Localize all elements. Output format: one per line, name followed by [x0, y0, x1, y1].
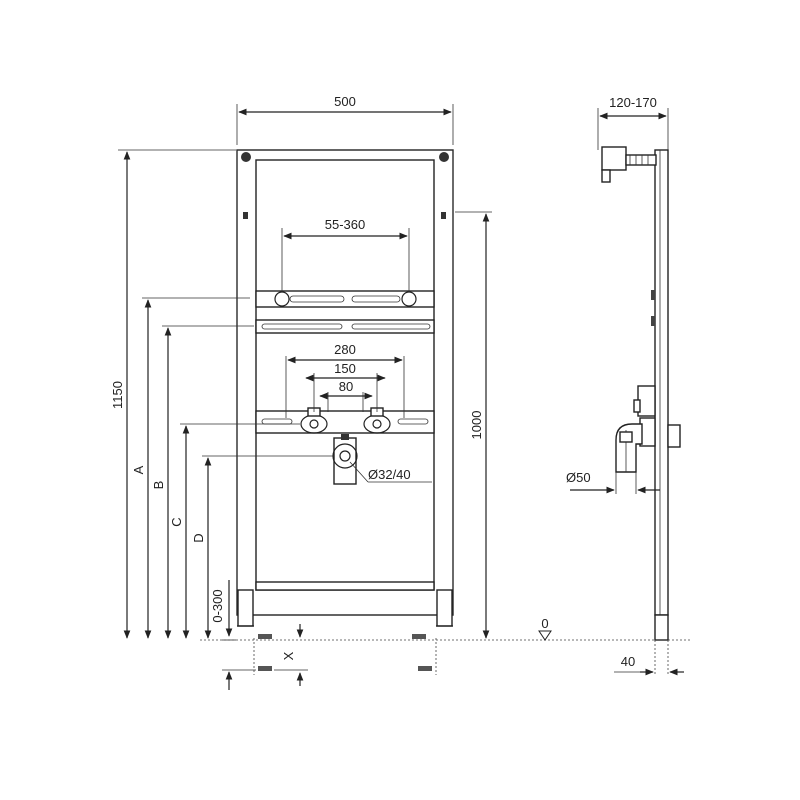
pipe-label: Ø50: [566, 470, 591, 485]
bolt-icon: [241, 152, 251, 162]
zero-label: 0: [541, 616, 548, 631]
height-label: 1150: [110, 381, 125, 409]
side-view: 120-170 Ø50 0 40: [538, 95, 684, 676]
dim-c-label: C: [169, 517, 184, 526]
fitting-rail: [255, 407, 435, 434]
x-label: X: [281, 651, 296, 660]
bolt-icon: [439, 152, 449, 162]
drain-icon: [332, 434, 358, 485]
dim-a-label: A: [131, 465, 146, 474]
drain-label: Ø32/40: [368, 467, 411, 482]
dim-pipe: Ø50: [566, 470, 660, 494]
wall-bracket: [601, 146, 657, 183]
dim-spacing-top: 55-360: [281, 217, 410, 292]
frame-outline: [236, 149, 454, 616]
height-1000-label: 1000: [469, 411, 484, 440]
dim-adjust: 0-300: [210, 580, 256, 690]
upper-rails: [255, 290, 435, 334]
drain-elbow-icon: [615, 423, 643, 473]
dim-b-label: B: [151, 481, 166, 490]
dim-a: A: [131, 297, 250, 639]
frame-feet: [237, 589, 453, 675]
spacing-top-label: 55-360: [325, 217, 365, 232]
dim-depth: 120-170: [597, 95, 669, 150]
foot-label: 40: [621, 654, 635, 669]
adjust-label: 0-300: [210, 589, 225, 622]
dim-foot: 40: [614, 654, 684, 676]
dim-fittings: 280 150 80: [285, 342, 405, 418]
zero-level-marker: 0: [538, 616, 552, 641]
dim-1000: 1000: [455, 211, 492, 639]
spacing-80-label: 80: [339, 379, 353, 394]
drain-callout: Ø32/40: [349, 461, 432, 483]
dim-b: B: [151, 325, 254, 639]
depth-label: 120-170: [609, 95, 657, 110]
front-view: 500 55-360 280 150 80: [110, 94, 690, 690]
dim-d: D: [191, 455, 334, 639]
dim-width: 500: [236, 94, 454, 145]
width-label: 500: [334, 94, 356, 109]
dim-d-label: D: [191, 533, 206, 542]
fitting-assembly: [633, 385, 681, 448]
dim-x: X: [274, 624, 308, 686]
spacing-150-label: 150: [334, 361, 356, 376]
dim-c: C: [169, 423, 300, 639]
spacing-280-label: 280: [334, 342, 356, 357]
dim-height: 1150: [110, 149, 236, 639]
